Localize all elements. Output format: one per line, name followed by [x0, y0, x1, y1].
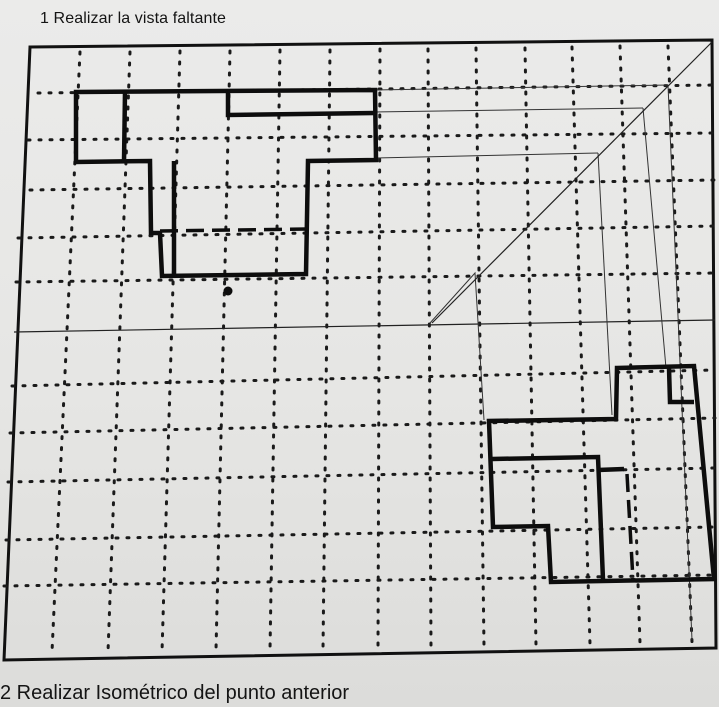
projection-lines [374, 84, 693, 641]
exercise-2-heading: 2 Realizar Isométrico del punto anterior [0, 682, 350, 704]
miter-line-45deg [431, 41, 713, 324]
exercise-1-heading: 1 Realizar la vista faltante [40, 10, 227, 27]
view-divider-line [13, 319, 716, 333]
drawing-frame [2, 38, 718, 662]
front-view [73, 87, 379, 279]
front-view-hidden-line [159, 227, 308, 233]
grid-vertical-lines [50, 44, 694, 654]
side-view [486, 363, 717, 585]
reference-dot [223, 286, 233, 296]
side-view-hidden-line [625, 473, 635, 581]
